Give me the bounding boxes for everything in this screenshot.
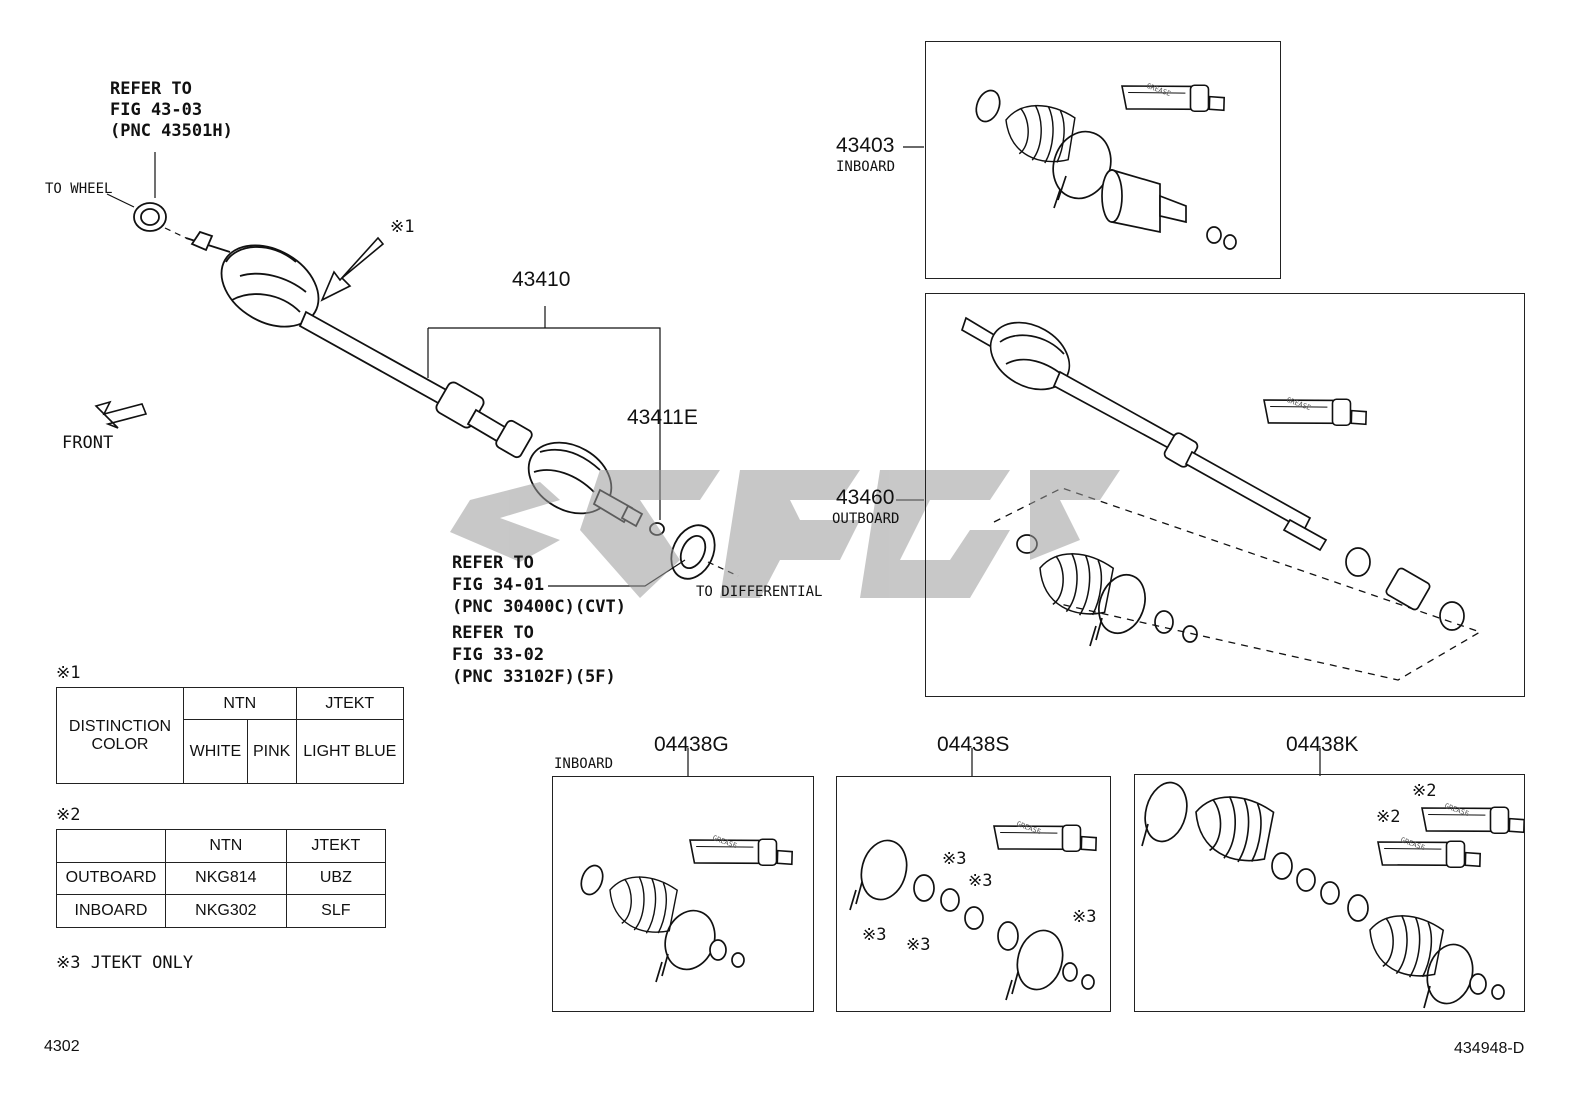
- kit-04438g-drawing: [580, 810, 799, 983]
- kit-04438k-drawing: [1141, 778, 1531, 1009]
- to-wheel-label: TO WHEEL: [45, 181, 113, 197]
- part-43411e: 43411E: [627, 406, 698, 429]
- legend1-ntn: NTN: [183, 687, 297, 720]
- legend2-title: ※2: [56, 805, 81, 825]
- part-04438g: 04438G: [654, 733, 729, 756]
- part-04438k: 04438K: [1286, 733, 1359, 756]
- legend2-outboard-ntn: NKG814: [165, 861, 287, 896]
- legend2-empty: [56, 829, 166, 863]
- part-04438s: 04438S: [937, 733, 1010, 756]
- legend2-inboard: INBOARD: [56, 894, 166, 928]
- kit-04438s-drawing: [849, 796, 1103, 1001]
- footer-right: 434948-D: [1454, 1040, 1525, 1057]
- legend1-light-blue: LIGHT BLUE: [295, 719, 405, 784]
- part-04438g-sub: INBOARD: [554, 756, 614, 772]
- mark3-c: ※3: [942, 849, 967, 869]
- main-drive-shaft: [133, 202, 716, 580]
- refer-hub-line1: REFER TO: [110, 79, 192, 99]
- mark1-label: ※1: [390, 217, 415, 237]
- part-43403-sub: INBOARD: [836, 159, 896, 175]
- refer-diff-line6: (PNC 33102F)(5F): [452, 667, 616, 687]
- kit-43403-drawing: [975, 56, 1237, 250]
- refer-diff-line3: (PNC 30400C)(CVT): [452, 597, 626, 617]
- mark3-d: ※3: [968, 871, 993, 891]
- legend1-table: DISTINCTION COLOR NTN JTEKT WHITE PINK L…: [56, 687, 405, 784]
- legend2-outboard-jtekt: UBZ: [285, 861, 387, 896]
- legend1-row-header: DISTINCTION COLOR: [56, 687, 184, 784]
- refer-hub-line2: FIG 43-03: [110, 100, 203, 120]
- legend1-title: ※1: [56, 663, 81, 683]
- legend1-pink: PINK: [246, 719, 297, 784]
- refer-diff-line5: FIG 33-02: [452, 645, 545, 665]
- kit-43403-frame: [925, 41, 1281, 279]
- part-43410: 43410: [512, 268, 571, 291]
- refer-diff-line1: REFER TO: [452, 553, 534, 573]
- watermark-logo: [450, 470, 1120, 598]
- refer-diff-line2: FIG 34-01: [452, 575, 545, 595]
- refer-diff-line4: REFER TO: [452, 623, 534, 643]
- footer-left: 4302: [44, 1038, 80, 1055]
- part-43403: 43403: [836, 134, 895, 157]
- front-label: FRONT: [62, 433, 114, 453]
- kit-04438s-frame: [836, 776, 1111, 1012]
- legend2-inboard-jtekt: SLF: [285, 894, 387, 928]
- refer-hub-line3: (PNC 43501H): [110, 121, 233, 141]
- legend1-white: WHITE: [183, 719, 248, 784]
- mark3-e: ※3: [1072, 907, 1097, 927]
- part-43460-sub: OUTBOARD: [832, 511, 900, 527]
- mark2-a: ※2: [1412, 781, 1437, 801]
- legend2-inboard-ntn: NKG302: [165, 894, 287, 928]
- legend2-jtekt: JTEKT: [285, 829, 387, 863]
- mark2-b: ※2: [1376, 807, 1401, 827]
- front-arrow-icon: [94, 400, 148, 429]
- mark1-arrow: [320, 236, 385, 302]
- legend2-ntn: NTN: [165, 829, 287, 863]
- kit-43460-drawing: [960, 316, 1465, 647]
- legend2-table: NTN JTEKT OUTBOARD NKG814 UBZ INBOARD NK…: [56, 829, 387, 928]
- mark3-a: ※3: [862, 925, 887, 945]
- note3-label: ※3 JTEKT ONLY: [56, 953, 194, 973]
- kit-04438g-frame: [552, 776, 814, 1012]
- mark3-b: ※3: [906, 935, 931, 955]
- kit-04438k-frame: [1134, 774, 1525, 1012]
- legend1-jtekt: JTEKT: [295, 687, 405, 720]
- to-differential-label: TO DIFFERENTIAL: [696, 584, 823, 600]
- legend2-outboard: OUTBOARD: [56, 861, 166, 896]
- kit-43460-frame: [925, 293, 1525, 697]
- part-43460: 43460: [836, 486, 895, 509]
